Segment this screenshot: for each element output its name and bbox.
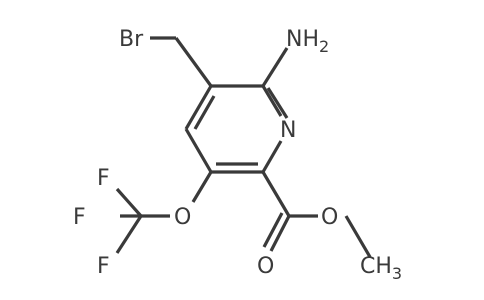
atom-ch3: CH3 [360,254,402,283]
atom-nh2-main: NH [286,27,319,52]
bond-ch2-c3 [174,37,213,87]
atom-labels: Br NH2 N O F F F O O CH3 [73,27,402,283]
bond-c2-n [261,85,283,117]
atom-nh2: NH2 [286,27,329,56]
atom-f-bottom: F [97,254,110,279]
bond-cester-carbonyl [269,215,291,252]
bond-n-c6 [261,140,283,173]
bond-cf3-f-top [115,187,143,218]
bonds [115,36,372,258]
bond-c5-c4 [184,128,213,173]
bond-c6-cester [261,171,291,217]
bond-c2-nh2 [261,47,289,87]
bond-o-ch3 [344,215,372,258]
bond-c5-o [191,171,213,203]
atom-f-top: F [97,166,110,191]
atom-ch3-subscript: 3 [392,264,402,283]
bond-cf3-f-bottom [115,215,143,254]
atom-o-carbonyl: O [257,254,274,279]
atom-o-ether: O [174,205,191,230]
bond-cester-carbonyl-inner [262,212,284,248]
atom-nh2-subscript: 2 [319,37,329,56]
bond-c2-n-inner [266,87,289,119]
bond-c4-c3 [184,85,213,130]
atom-ch3-main: CH [360,254,392,279]
atom-f-left: F [73,205,86,230]
atom-n-ring: N [280,118,296,143]
atom-br: Br [119,27,144,52]
bond-c4-c3-inner [193,95,216,130]
atom-o-ester: O [321,205,338,230]
